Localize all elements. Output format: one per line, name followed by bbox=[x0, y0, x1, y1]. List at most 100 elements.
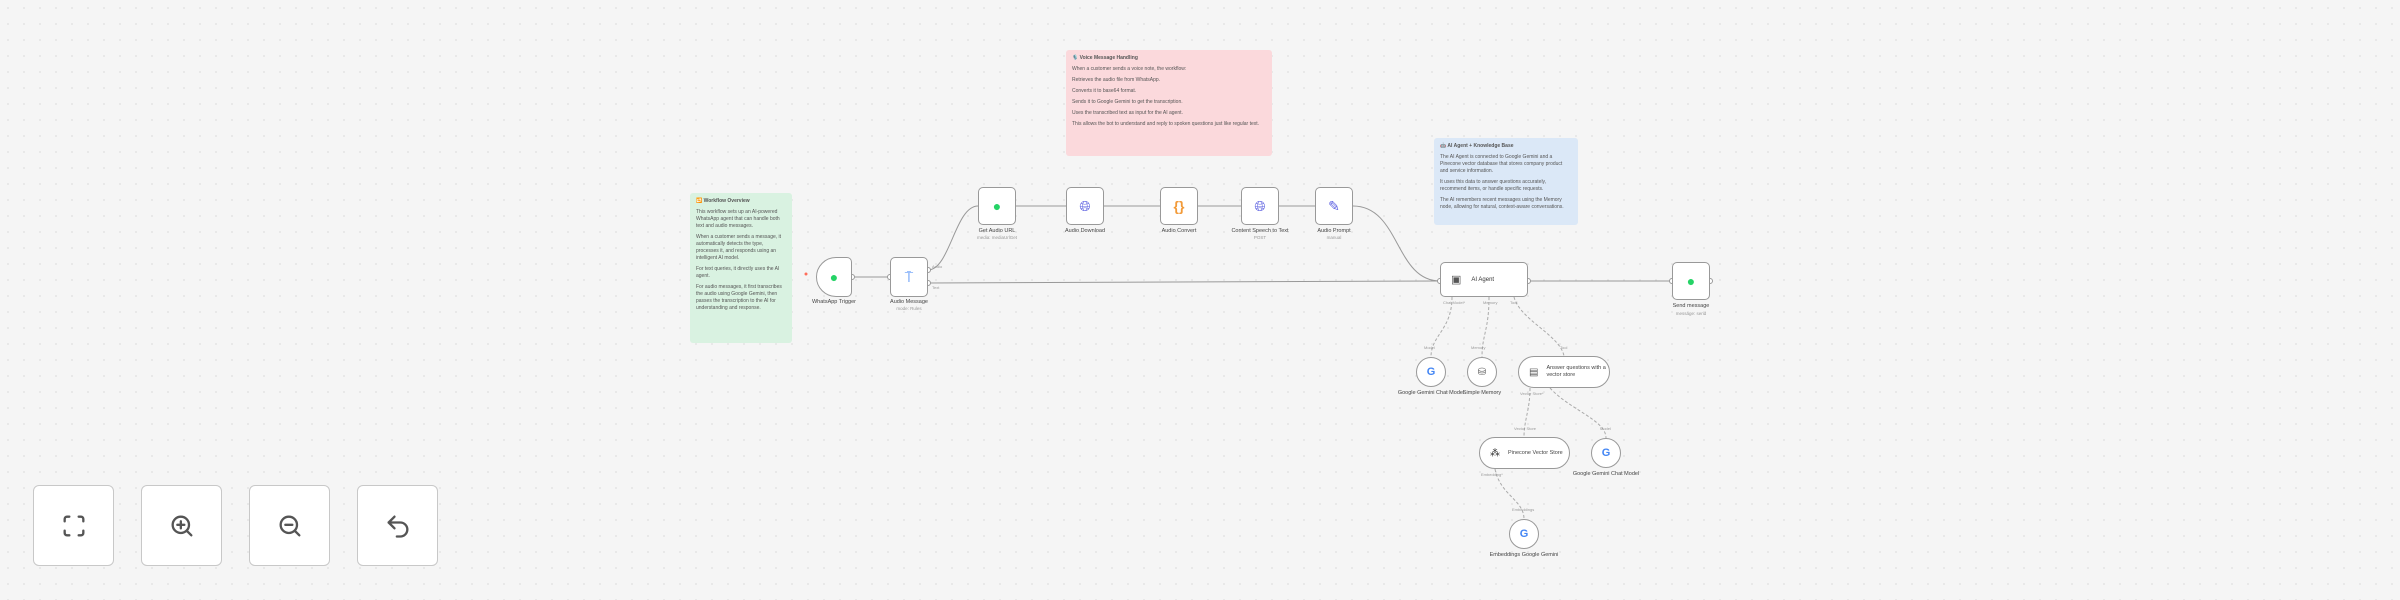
node-subtitle: POST bbox=[1253, 235, 1267, 240]
sticky-note-agent[interactable]: 🤖 AI Agent + Knowledge Base The AI Agent… bbox=[1434, 138, 1578, 225]
port-label: Model bbox=[1600, 426, 1611, 431]
code-icon: {} bbox=[1173, 198, 1185, 214]
fit-view-button[interactable] bbox=[33, 485, 114, 566]
sticky-text: This workflow sets up an AI-powered What… bbox=[696, 209, 780, 229]
node-subtitle: message: send bbox=[1675, 311, 1707, 316]
port-label: Text bbox=[932, 285, 940, 290]
edge bbox=[1549, 387, 1607, 439]
fit-view-icon bbox=[63, 515, 85, 536]
port-label: Audio bbox=[932, 264, 943, 269]
port-label: Tool bbox=[1560, 345, 1568, 350]
sticky-text: For audio messages, it first transcribes… bbox=[696, 284, 782, 311]
node-label: WhatsApp Trigger bbox=[811, 299, 857, 305]
port-label: Vector Store* bbox=[1520, 391, 1544, 396]
node-label: Audio Convert bbox=[1161, 228, 1197, 234]
node-label: Get Audio URL bbox=[978, 228, 1016, 234]
undo-icon bbox=[387, 515, 408, 538]
database-icon: ⛁ bbox=[1477, 366, 1487, 378]
port-label: Model bbox=[1424, 345, 1435, 350]
pencil-icon: ✎ bbox=[1328, 197, 1340, 214]
sticky-text: The AI Agent is connected to Google Gemi… bbox=[1440, 154, 1563, 174]
edge bbox=[927, 205, 979, 271]
node-audio-convert[interactable]: {} bbox=[1160, 187, 1198, 225]
node-vector-store-tool[interactable]: ▤ Answer questions with a vector store bbox=[1518, 356, 1610, 388]
node-pinecone-vector-store[interactable]: ⁂ Pinecone Vector Store bbox=[1479, 437, 1570, 469]
node-gemini-chat-model-2[interactable]: G bbox=[1591, 438, 1621, 468]
node-audio-message[interactable]: ⍑ bbox=[890, 257, 928, 297]
port-label: Memory bbox=[1483, 300, 1498, 305]
google-icon: G bbox=[1601, 447, 1611, 459]
node-label: Audio Download bbox=[1064, 228, 1106, 234]
node-audio-prompt[interactable]: ✎ bbox=[1315, 187, 1353, 225]
node-label: Answer questions with a vector store bbox=[1546, 365, 1606, 378]
port-label: Chat Model* bbox=[1443, 300, 1466, 305]
edge bbox=[927, 280, 1441, 284]
sticky-text: This allows the bot to understand and re… bbox=[1072, 121, 1260, 127]
node-subtitle: media: mediaUrlGet bbox=[976, 235, 1017, 240]
sticky-text: For text queries, it directly uses the A… bbox=[696, 266, 780, 279]
sticky-title: 🤖 AI Agent + Knowledge Base bbox=[1440, 143, 1514, 149]
node-label: Simple Memory bbox=[1462, 390, 1502, 396]
node-label: Google Gemini Chat Model bbox=[1572, 471, 1640, 477]
sticky-text: Converts it to base64 format. bbox=[1072, 88, 1137, 94]
google-icon: G bbox=[1519, 528, 1529, 540]
reset-zoom-button[interactable] bbox=[357, 485, 438, 566]
sticky-text: When a customer sends a voice note, the … bbox=[1072, 66, 1187, 72]
sticky-note-overview[interactable]: 🔁 Workflow Overview This workflow sets u… bbox=[690, 193, 792, 343]
node-gemini-chat-model[interactable]: G bbox=[1416, 357, 1446, 387]
zoom-out-icon bbox=[279, 515, 300, 536]
node-label: Send message bbox=[1672, 303, 1710, 309]
whatsapp-icon: ● bbox=[829, 269, 839, 285]
node-label: Audio Prompt bbox=[1317, 228, 1351, 234]
port-label: Tool bbox=[1510, 300, 1518, 305]
zoom-in-icon bbox=[171, 515, 192, 536]
edge bbox=[1430, 296, 1453, 358]
vector-icon: ▤ bbox=[1529, 366, 1539, 378]
node-speech-to-text[interactable]: 🌐︎ bbox=[1241, 187, 1279, 225]
robot-icon: ▣ bbox=[1451, 274, 1462, 286]
zoom-out-button[interactable] bbox=[249, 485, 330, 566]
whatsapp-icon: ● bbox=[1686, 273, 1696, 289]
port-label: Embeddings bbox=[1512, 507, 1535, 512]
whatsapp-icon: ● bbox=[992, 198, 1002, 214]
node-label: Google Gemini Chat Model bbox=[1397, 390, 1465, 396]
sticky-text: It uses this data to answer questions ac… bbox=[1440, 179, 1547, 192]
edge bbox=[1352, 205, 1441, 282]
node-audio-download[interactable]: 🌐︎ bbox=[1066, 187, 1104, 225]
node-label: Pinecone Vector Store bbox=[1508, 449, 1563, 456]
edge bbox=[1481, 296, 1490, 358]
node-embeddings-gemini[interactable]: G bbox=[1509, 519, 1539, 549]
node-simple-memory[interactable]: ⛁ bbox=[1467, 357, 1497, 387]
port-label: Vector Store bbox=[1514, 426, 1537, 431]
node-ai-agent[interactable]: ▣ AI Agent bbox=[1440, 262, 1528, 297]
node-subtitle: mode: Rules bbox=[896, 306, 922, 311]
edge bbox=[1494, 468, 1525, 520]
port-label: Embedding* bbox=[1481, 472, 1503, 477]
node-whatsapp-trigger[interactable]: ● bbox=[816, 257, 852, 297]
port-label: Memory bbox=[1471, 345, 1486, 350]
node-label: Audio Message bbox=[890, 299, 928, 305]
node-subtitle: manual bbox=[1326, 235, 1342, 240]
node-send-message[interactable]: ● bbox=[1672, 262, 1710, 300]
sticky-title: 🔁 Workflow Overview bbox=[696, 198, 750, 204]
globe-icon: 🌐︎ bbox=[1254, 197, 1266, 214]
node-label: AI Agent bbox=[1471, 276, 1495, 283]
node-get-audio-url[interactable]: ● bbox=[978, 187, 1016, 225]
sticky-text: When a customer sends a message, it auto… bbox=[696, 234, 782, 261]
zoom-in-button[interactable] bbox=[141, 485, 222, 566]
switch-icon: ⍑ bbox=[904, 268, 914, 285]
globe-icon: 🌐︎ bbox=[1079, 197, 1091, 214]
node-label: Embeddings Google Gemini bbox=[1489, 552, 1559, 558]
pinecone-icon: ⁂ bbox=[1490, 447, 1500, 459]
sticky-text: The AI remembers recent messages using t… bbox=[1440, 197, 1564, 210]
sticky-note-voice[interactable]: 🎙️ Voice Message Handling When a custome… bbox=[1066, 50, 1272, 156]
google-icon: G bbox=[1426, 366, 1436, 378]
edge bbox=[1523, 387, 1531, 438]
sticky-text: Retrieves the audio file from WhatsApp. bbox=[1072, 77, 1161, 83]
edge bbox=[1513, 296, 1565, 357]
node-label: Content Speech to Text bbox=[1231, 228, 1289, 234]
sticky-text: Uses the transcribed text as input for t… bbox=[1072, 110, 1183, 116]
sticky-text: Sends it to Google Gemini to get the tra… bbox=[1072, 99, 1183, 105]
sticky-title: 🎙️ Voice Message Handling bbox=[1072, 55, 1138, 61]
